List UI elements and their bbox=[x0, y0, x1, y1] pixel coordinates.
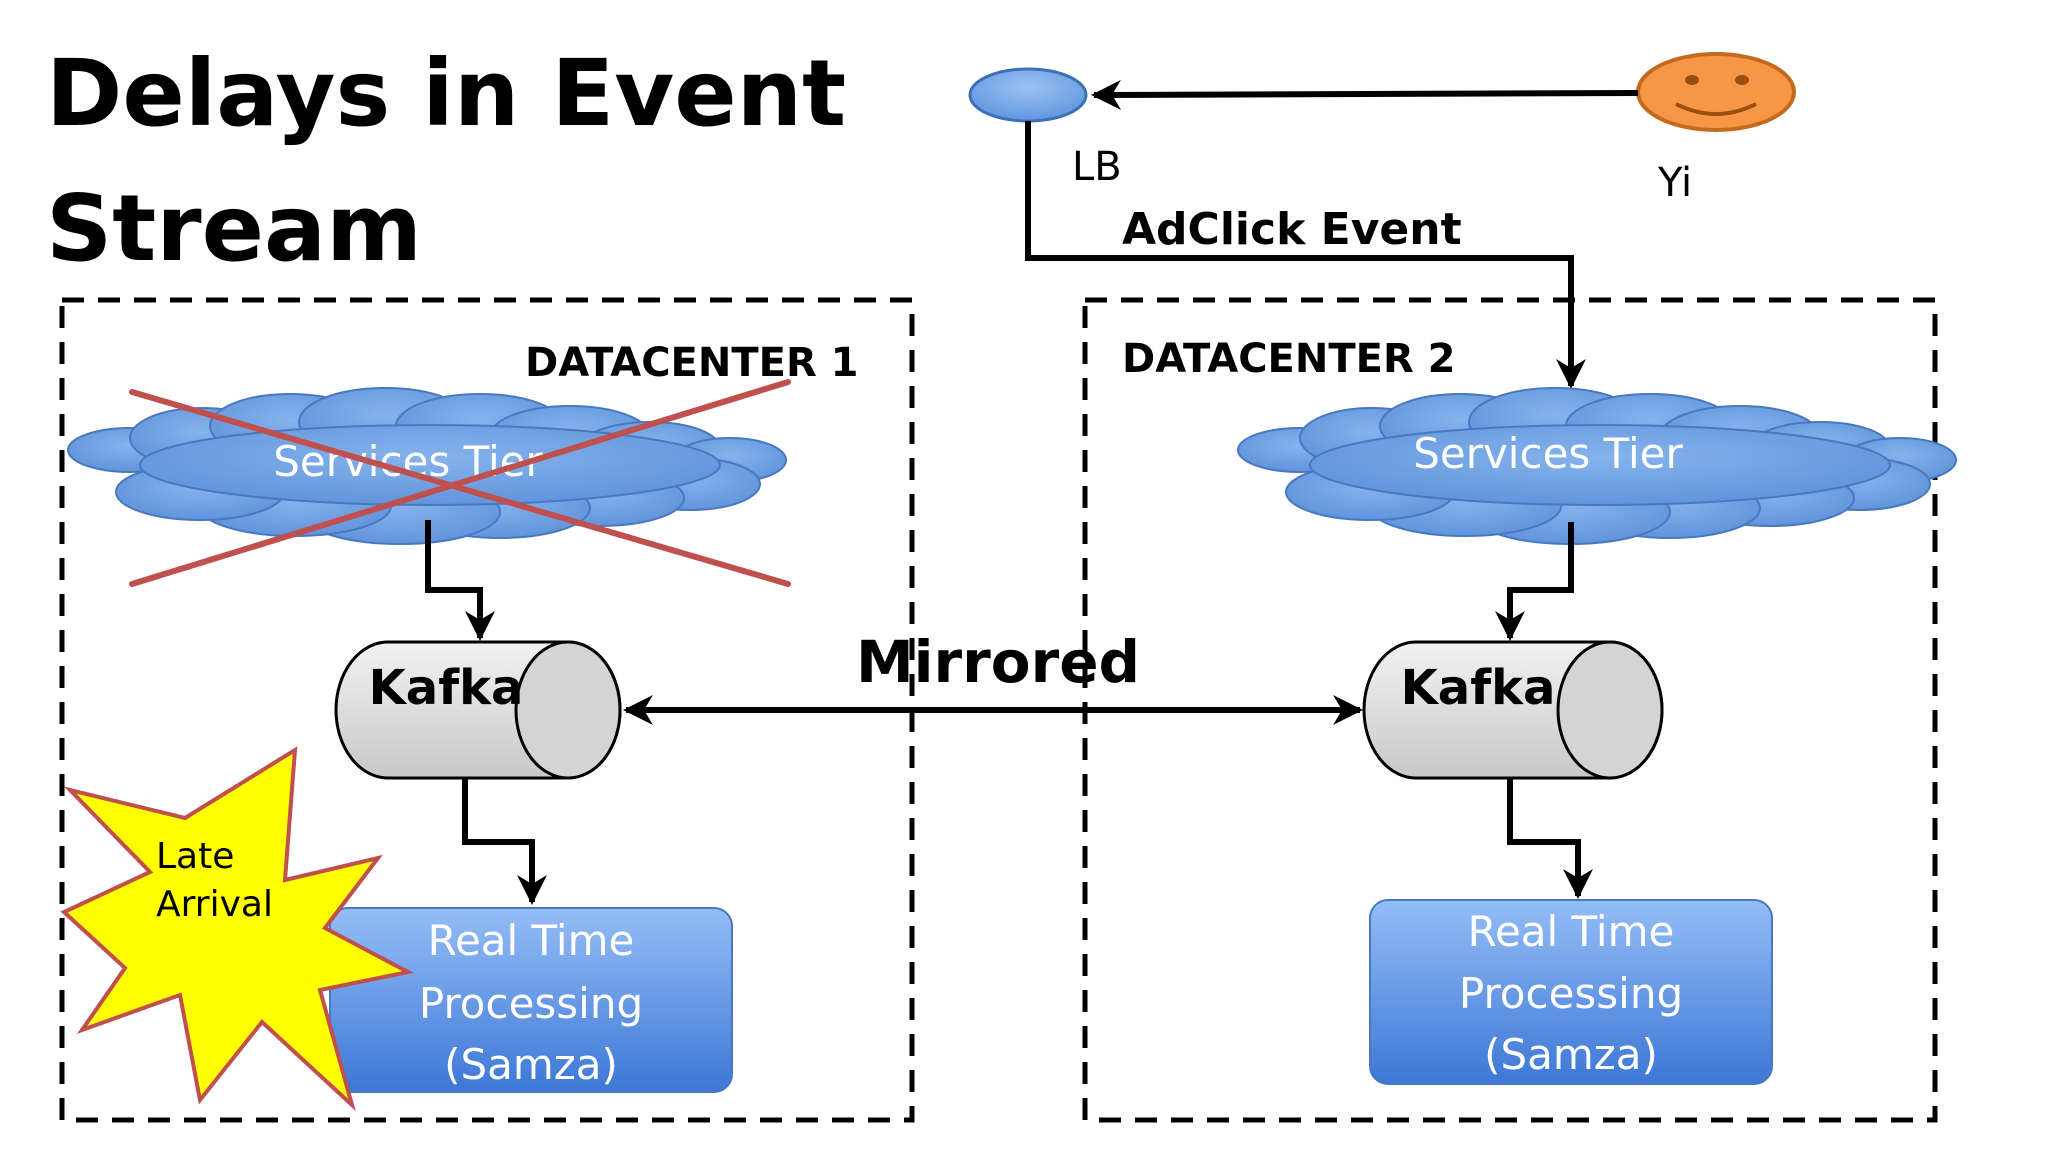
mirrored-label: Mirrored bbox=[856, 628, 1140, 696]
dc2-kafka-to-processing-arrow bbox=[1507, 778, 1593, 899]
dc2-processing-box bbox=[1369, 899, 1773, 1085]
late-arrival-line2: Arrival bbox=[156, 884, 273, 925]
dc1-failure-cross-icon bbox=[129, 379, 791, 587]
late-arrival-line1: Late bbox=[156, 836, 234, 877]
late-arrival-starburst-icon bbox=[60, 746, 414, 1112]
lb-to-dc2-arrow bbox=[1025, 121, 1586, 389]
slide-title-line1: Delays in Event bbox=[46, 40, 846, 147]
dc1-processing-box bbox=[329, 907, 733, 1093]
user-label: Yi bbox=[1657, 160, 1692, 206]
user-smiley-icon bbox=[1636, 52, 1796, 132]
load-balancer-label: LB bbox=[1072, 144, 1122, 190]
dc2-kafka-cylinder bbox=[1362, 640, 1664, 780]
datacenter-2-label: DATACENTER 2 bbox=[1122, 336, 1456, 382]
dc2-processing-line1: Real Time bbox=[1468, 907, 1675, 956]
slide-title-line2: Stream bbox=[46, 175, 422, 282]
load-balancer-node bbox=[968, 67, 1088, 123]
dc2-services-to-kafka-arrow bbox=[1495, 522, 1574, 641]
dc1-services-to-kafka-arrow bbox=[425, 520, 495, 641]
dc1-kafka-cylinder bbox=[334, 640, 622, 780]
datacenter-1-label: DATACENTER 1 bbox=[525, 340, 859, 386]
dc2-services-label: Services Tier bbox=[1413, 429, 1683, 478]
dc1-processing-line2: Processing bbox=[419, 979, 643, 1028]
dc1-processing-line1: Real Time bbox=[428, 916, 635, 965]
adclick-event-label: AdClick Event bbox=[1122, 204, 1462, 255]
dc2-processing-line2: Processing bbox=[1459, 969, 1683, 1018]
dc2-processing-line3: (Samza) bbox=[1484, 1030, 1658, 1079]
dc1-kafka-label: Kafka bbox=[369, 660, 524, 716]
dc1-processing-line3: (Samza) bbox=[444, 1040, 618, 1089]
dc2-kafka-label: Kafka bbox=[1401, 660, 1556, 716]
dc1-kafka-to-processing-arrow bbox=[462, 778, 547, 905]
user-to-lb-arrow bbox=[1091, 79, 1639, 110]
